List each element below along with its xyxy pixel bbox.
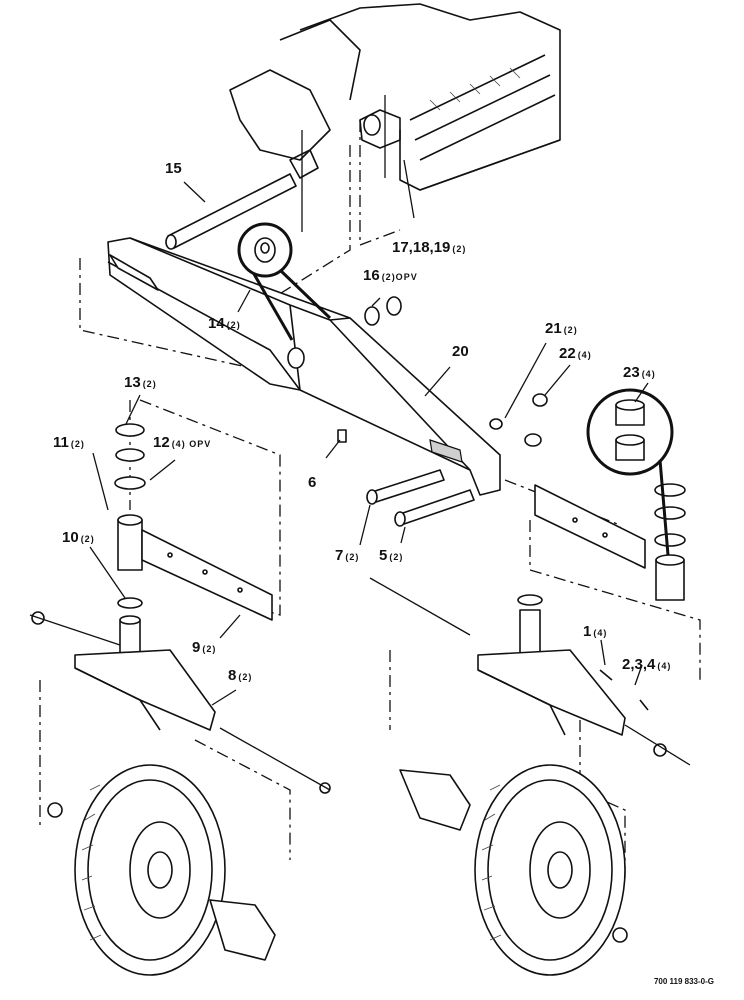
- callout-12: 12(4) OPV: [153, 434, 212, 451]
- label-leaders: [89, 159, 649, 706]
- callout-10: 10(2): [62, 529, 95, 546]
- right-wheel: [389, 650, 628, 976]
- callout-23: 23(4): [623, 364, 656, 381]
- right-axle-assembly: [369, 479, 701, 680]
- callout-17-18-19: 17,18,19(2): [392, 239, 467, 256]
- callout-8: 8(2): [228, 667, 253, 684]
- left-axle-assembly: [114, 399, 281, 621]
- drawing-number: 700 119 833-0-G: [653, 977, 714, 986]
- detail-circle-23: [586, 388, 674, 556]
- bolts-7-5: [366, 469, 475, 527]
- nuts-21-22: [489, 393, 548, 447]
- detail-circle-14: [237, 222, 332, 341]
- callout-22: 22(4): [559, 345, 592, 362]
- tongue-20: [107, 237, 501, 496]
- callout-15: 15: [165, 160, 182, 177]
- machine-frame: [229, 3, 561, 232]
- left-wheel: [39, 680, 291, 976]
- callout-13: 13(2): [124, 374, 157, 391]
- pin-15: [165, 173, 297, 250]
- callout-1: 1(4): [583, 623, 608, 640]
- washers-16: [364, 296, 402, 326]
- callout-21: 21(2): [545, 320, 578, 337]
- right-spindle: [477, 609, 691, 766]
- alignment-line-frame: [269, 120, 401, 301]
- callout-9: 9(2): [192, 639, 217, 656]
- callout-20: 20: [452, 343, 469, 360]
- callout-14: 14(2): [208, 315, 241, 332]
- callout-5: 5(2): [379, 547, 404, 564]
- callout-7: 7(2): [335, 547, 360, 564]
- left-spindle-8: [29, 611, 331, 794]
- bolt-6: [337, 429, 347, 443]
- callout-16: 16(2)OPV: [363, 267, 418, 284]
- callout-11: 11(2): [53, 434, 85, 451]
- callout-2-3-4: 2,3,4(4): [622, 656, 672, 673]
- callout-6: 6: [308, 474, 317, 491]
